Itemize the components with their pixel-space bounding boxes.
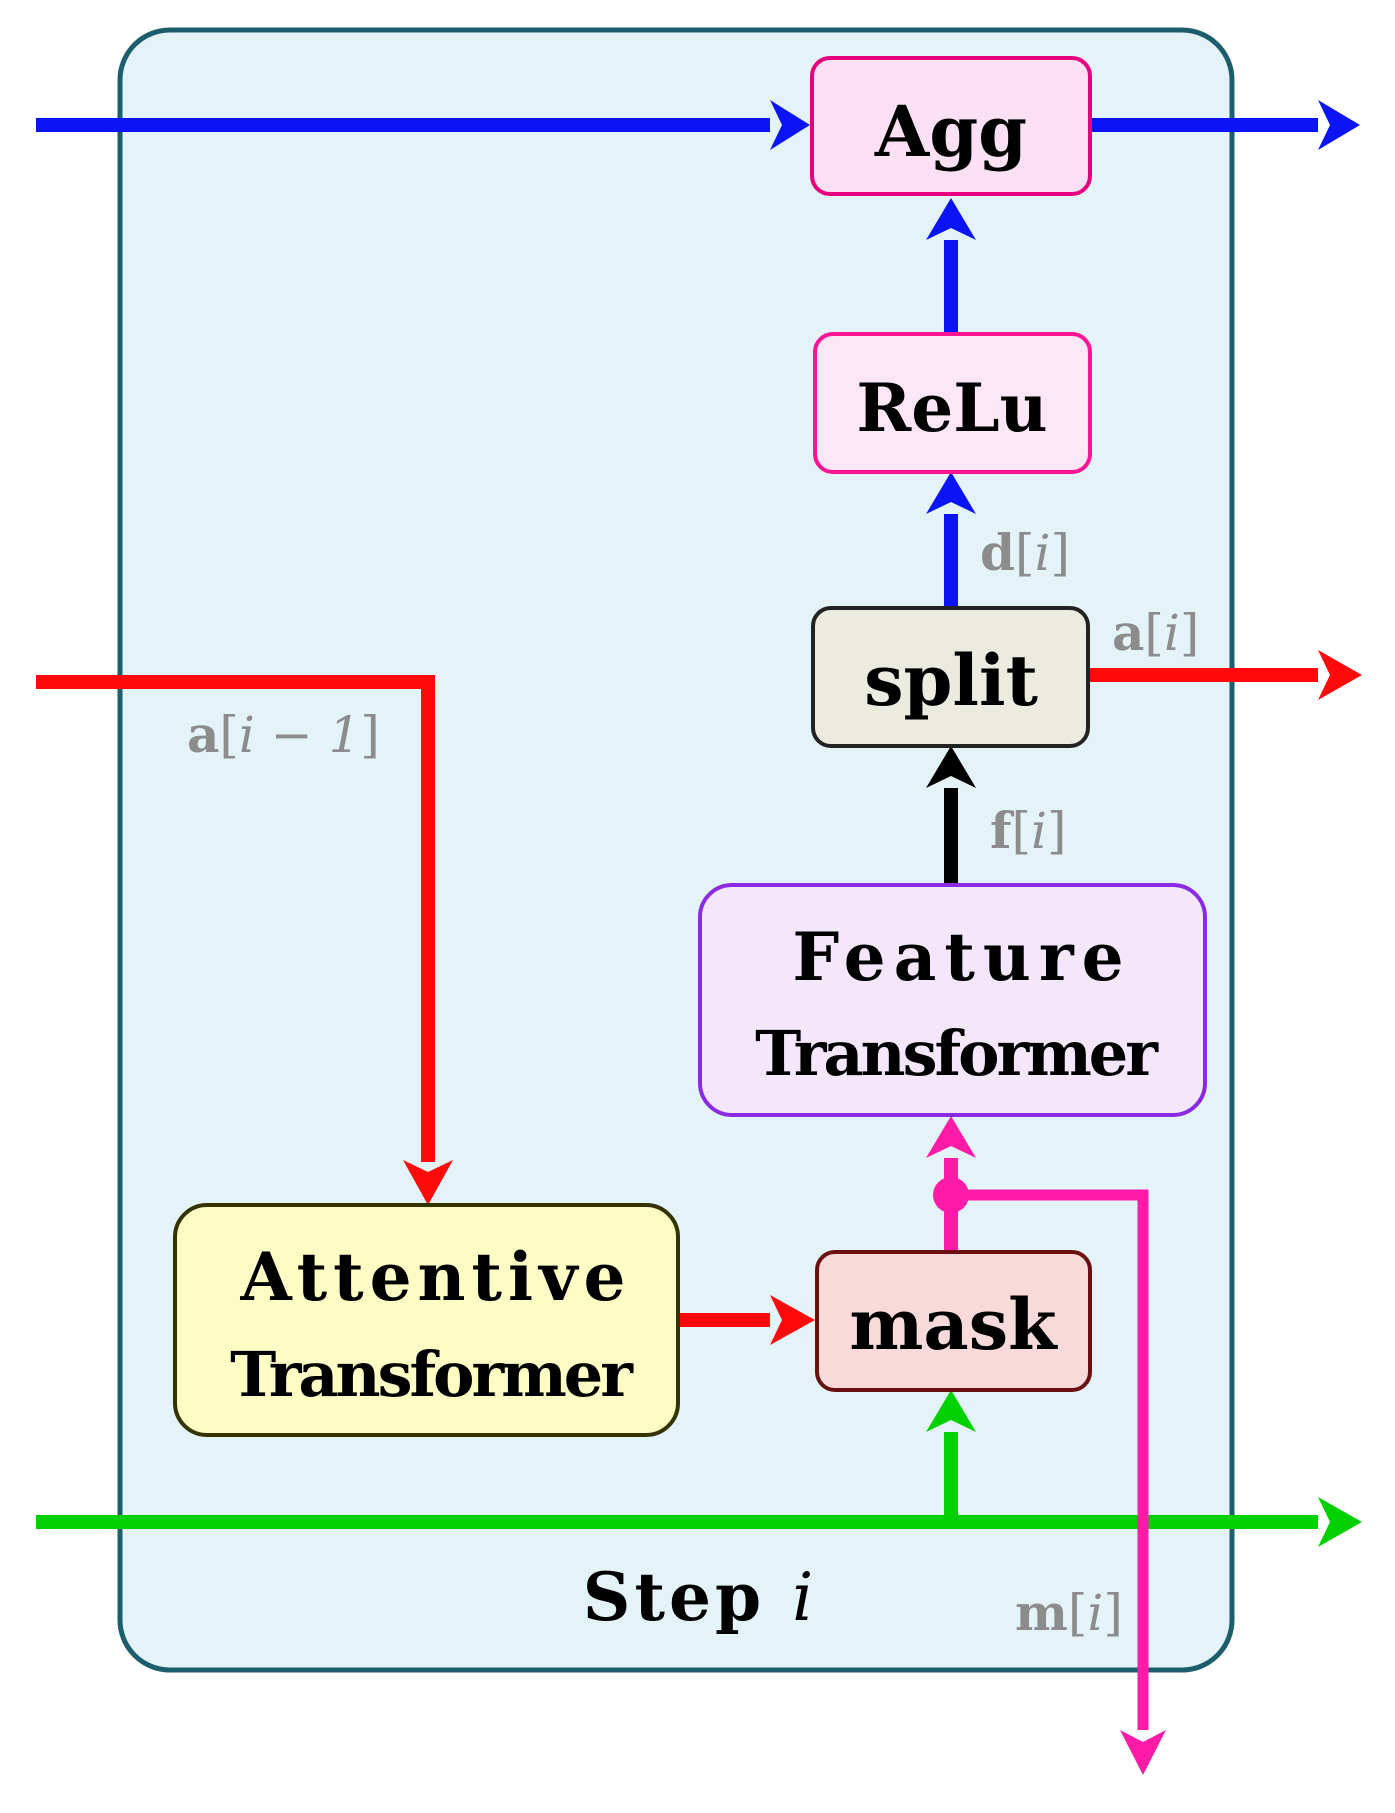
a-prev-label: a[i − 1] (187, 705, 380, 764)
feature-transformer-line2: Transformer (755, 1017, 1159, 1090)
mask-node: mask (815, 1250, 1092, 1392)
relu-to-agg-arrow (926, 198, 976, 334)
green-to-mask-arrow (926, 1390, 976, 1522)
attentive-transformer-line1: Attentive (240, 1238, 632, 1316)
attentive-to-mask-arrow (678, 1295, 815, 1345)
feature-transformer-node: Feature Transformer (698, 883, 1207, 1117)
feature-to-split-arrow (926, 746, 976, 885)
feature-transformer-line1: Feature (792, 918, 1131, 996)
mask-label: mask (849, 1283, 1058, 1366)
f-label: f[i] (990, 801, 1067, 860)
attentive-transformer-node: Attentive Transformer (173, 1203, 680, 1437)
attentive-transformer-line2: Transformer (230, 1338, 634, 1411)
blue-input-arrow (36, 100, 810, 150)
agg-node: Agg (810, 56, 1092, 196)
agg-label: Agg (874, 90, 1027, 173)
branch-dot (933, 1177, 969, 1213)
m-label: m[i] (1015, 1583, 1123, 1642)
green-line-arrow (36, 1497, 1362, 1547)
relu-node: ReLu (813, 332, 1092, 474)
step-label: Step i (583, 1558, 817, 1636)
a-prev-arrow (36, 675, 453, 1205)
relu-label: ReLu (856, 369, 1047, 447)
split-to-relu-arrow (926, 472, 976, 608)
blue-output-arrow (1090, 100, 1360, 150)
m-output-arrow (933, 1177, 1166, 1775)
a-output-arrow (1088, 650, 1362, 700)
split-node: split (811, 606, 1090, 748)
split-label: split (864, 639, 1038, 722)
d-label: d[i] (980, 523, 1070, 582)
a-output-label: a[i] (1112, 603, 1199, 662)
